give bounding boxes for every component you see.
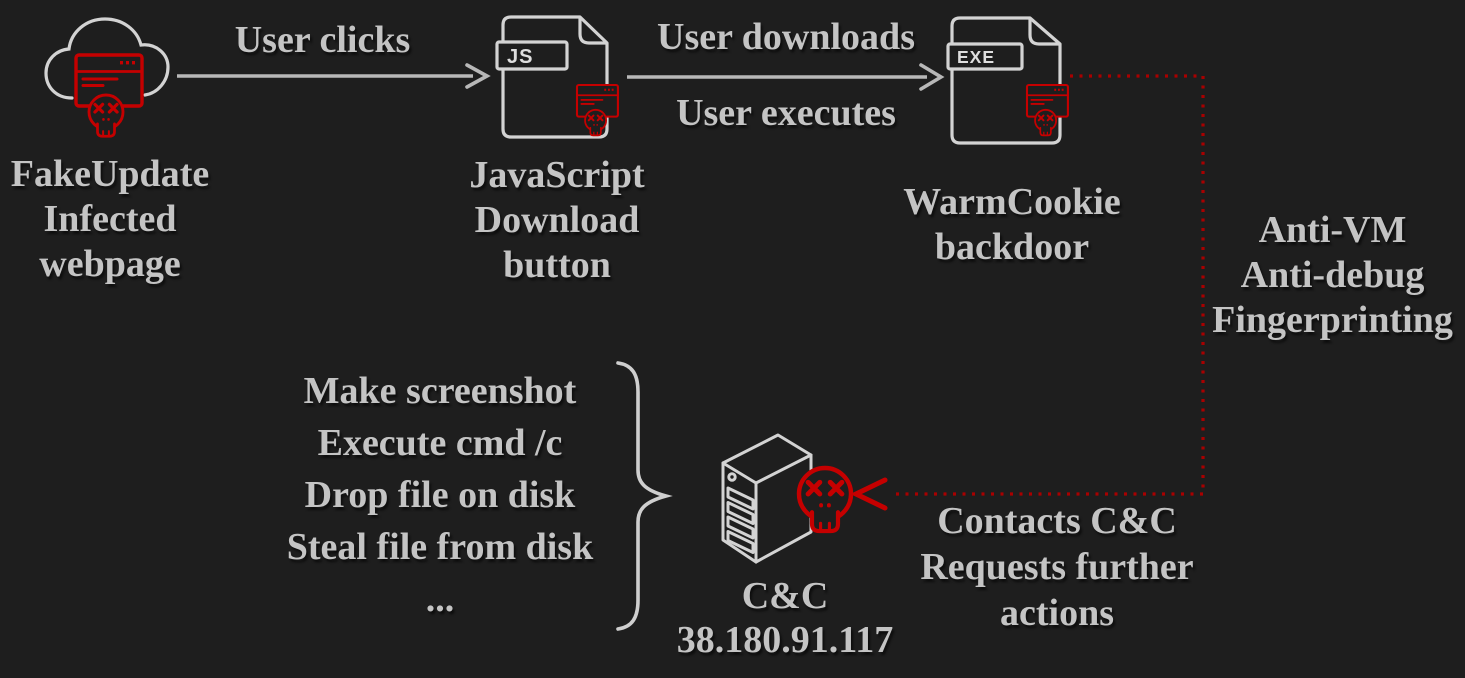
annotation-line: Anti-debug <box>1240 254 1425 296</box>
cnc-label: C&C 38.180.91.117 <box>635 574 935 662</box>
node-label-line: WarmCookie <box>903 181 1121 223</box>
capability-item: Steal file from disk <box>286 526 594 568</box>
user-downloads-label: User downloads <box>636 17 936 57</box>
server-vent-slot <box>726 515 755 540</box>
node-label-line: FakeUpdate <box>10 153 210 195</box>
js-file-malware-icon: JS <box>495 15 643 139</box>
capability-item: ... <box>425 578 455 620</box>
file-type-badge-box <box>946 42 1024 71</box>
skull-icon <box>799 468 851 531</box>
node-label-line: Download <box>474 199 640 241</box>
dotted-line <box>890 74 1205 496</box>
annotation-line: Anti-VM <box>1258 209 1407 251</box>
user-clicks-arrow <box>177 63 491 89</box>
fakeupdate-label: FakeUpdate Infected webpage <box>0 152 220 287</box>
annotation-line: Requests further <box>920 546 1194 588</box>
file-type-badge-box <box>495 40 569 71</box>
annotation-line: Fingerprinting <box>1212 299 1453 341</box>
node-label-line: Infected <box>43 198 177 240</box>
malware-badge-icon <box>577 85 618 135</box>
contacts-cnc-dotted-path <box>850 74 1205 511</box>
node-label-line: C&C <box>741 575 829 617</box>
user-executes-label: User executes <box>636 93 936 133</box>
infected-browser-icon <box>76 55 142 136</box>
cnc-server-icon <box>721 433 890 564</box>
edge-label-line: User downloads <box>657 16 915 58</box>
user-clicks-label: User clicks <box>190 20 455 60</box>
server-vent-slot <box>726 530 755 554</box>
node-label-line: JavaScript <box>469 154 645 196</box>
node-label-line: button <box>503 244 611 286</box>
arrowhead-icon <box>850 477 888 511</box>
node-label-line: 38.180.91.117 <box>676 619 894 661</box>
node-label-line: backdoor <box>934 226 1090 268</box>
capability-item: Drop file on disk <box>304 474 576 516</box>
file-type-badge: EXE <box>957 47 995 67</box>
edge-label-line: User clicks <box>234 19 411 61</box>
cloud-malware-icon <box>44 17 170 157</box>
cloud-outline <box>44 17 170 100</box>
anti-analysis-label: Anti-VM Anti-debug Fingerprinting <box>1200 208 1465 343</box>
power-button <box>727 472 737 482</box>
arrowhead-icon <box>919 63 945 91</box>
server-vent-slot <box>726 486 755 511</box>
capability-item: Make screenshot <box>303 370 577 412</box>
arrowhead-icon <box>465 63 491 89</box>
annotation-line: actions <box>1000 592 1114 634</box>
javascript-button-label: JavaScript Download button <box>437 153 677 288</box>
server-vent-slot <box>726 501 755 525</box>
warmcookie-label: WarmCookie backdoor <box>862 180 1162 270</box>
document-outline <box>950 16 1062 145</box>
curly-brace-icon <box>616 361 673 631</box>
edge-label-line: User executes <box>676 92 896 134</box>
server-front-face <box>721 461 758 564</box>
contacts-cnc-label: Contacts C&C Requests further actions <box>887 498 1227 636</box>
folded-corner <box>578 17 607 45</box>
capabilities-list: Make screenshot Execute cmd /c Drop file… <box>240 365 640 625</box>
annotation-line: Contacts C&C <box>937 500 1177 542</box>
file-type-badge: JS <box>507 46 533 68</box>
node-label-line: webpage <box>39 243 181 285</box>
document-outline <box>501 15 609 139</box>
exe-file-malware-icon: EXE <box>946 16 1093 145</box>
capability-item: Execute cmd /c <box>317 422 563 464</box>
folded-corner <box>1028 18 1060 46</box>
user-downloads-arrow <box>627 63 945 91</box>
